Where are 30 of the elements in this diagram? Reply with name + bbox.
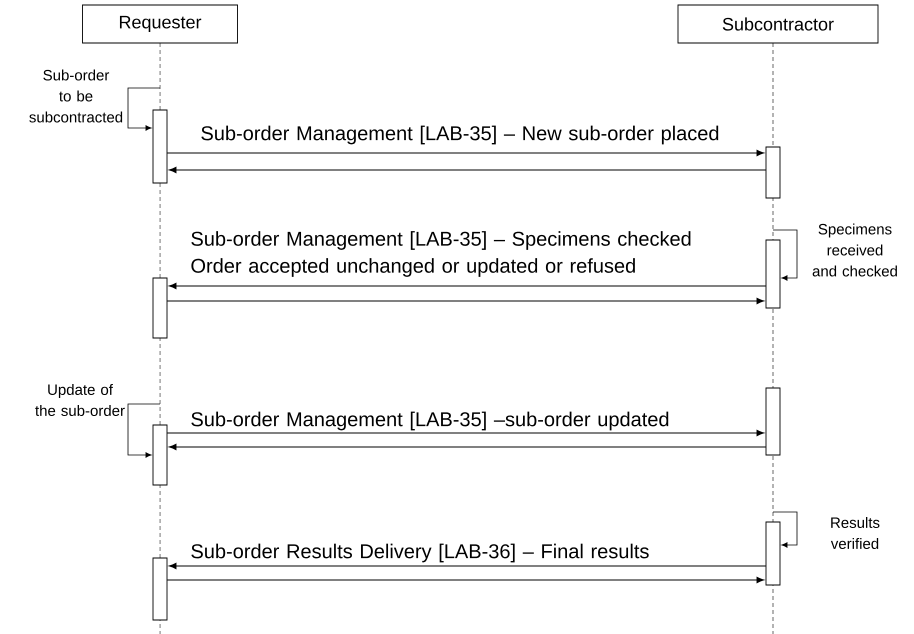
message-arrow [168,166,766,174]
message-arrow [168,444,766,450]
message-arrow [168,562,766,570]
participant-box: Requester [82,4,238,44]
message-arrow [167,430,764,436]
self-loop-arrow [128,404,160,458]
activation-bar [766,146,780,198]
self-loop-arrow [772,230,798,281]
activation-bar [152,110,168,184]
participant-box: Subcontractor [678,4,878,44]
note-label: Update of the sub-order [35,384,125,416]
message-label: Sub-order Management [LAB-35] – New sub-order placed [201,126,718,144]
message-label: Sub-order Management [LAB-35] –sub-order updated [191,412,668,430]
note-label: Sub-order to be subcontracted [29,70,122,122]
message-arrow [167,576,764,584]
message-arrow [168,282,766,290]
activation-bar [152,278,168,338]
activation-bar [766,388,780,456]
activation-bar [152,558,168,620]
message-arrow [167,150,764,156]
self-loop-arrow [128,88,160,131]
message-arrow [167,298,764,304]
message-label: Sub-order Results Delivery [LAB-36] – Final results [191,544,649,562]
activation-bar [766,240,780,308]
note-label: Results verified [830,516,880,549]
activation-bar [766,522,780,586]
activation-bar [152,424,168,486]
message-label: Sub-order Management [LAB-35] – Specimens checked Order accepted unchanged or updated or refused [191,231,690,277]
note-label: Specimens received and checked [812,224,897,276]
self-loop-arrow [772,512,798,548]
